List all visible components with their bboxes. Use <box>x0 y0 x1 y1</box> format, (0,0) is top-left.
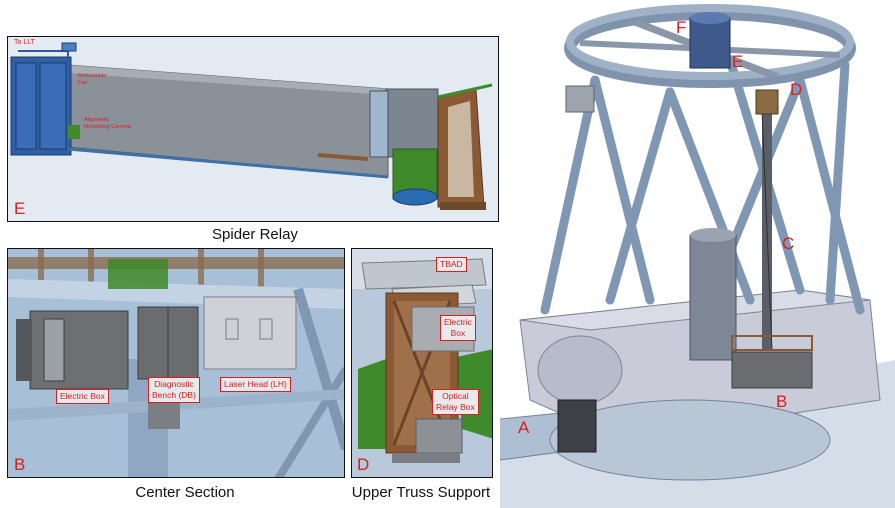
laser-head-label: Laser Head (LH) <box>220 377 291 392</box>
telescope-illustration <box>500 4 895 508</box>
tbad-label: TBAD <box>436 257 467 272</box>
spider-relay-caption: Spider Relay <box>212 226 298 243</box>
telescope-label-f: F <box>676 18 687 37</box>
upper-truss-panel: TBAD Electric Box Optical Relay Box D <box>351 248 493 478</box>
telescope-model: F E D C A B <box>500 0 895 508</box>
truss-electric-box-label: Electric Box <box>440 315 476 341</box>
spider-panel-letter: E <box>14 199 26 218</box>
center-section-illustration <box>8 249 344 477</box>
spider-relay-panel: To LLT Retractable Fan Alignment Monitor… <box>7 36 499 222</box>
telescope-label-a: A <box>518 418 530 437</box>
optical-relay-box-label: Optical Relay Box <box>432 389 479 415</box>
center-section-panel: Electric Box Diagnostic Bench (DB) Laser… <box>7 248 345 478</box>
diagnostic-bench-label: Diagnostic Bench (DB) <box>148 377 200 403</box>
upper-truss-illustration <box>352 249 492 477</box>
telescope-label-d: D <box>790 80 803 99</box>
telescope-label-c: C <box>782 234 795 253</box>
retractable-fan-label: Retractable Fan <box>78 73 107 86</box>
truss-panel-letter: D <box>357 455 370 474</box>
center-panel-letter: B <box>14 455 26 474</box>
spider-relay-illustration <box>8 37 498 221</box>
center-section-caption: Center Section <box>135 484 235 501</box>
alignment-camera-label: Alignment Monitoring Camera <box>84 117 131 130</box>
to-llt-label: To LLT <box>14 39 35 46</box>
telescope-label-b: B <box>776 392 788 411</box>
telescope-label-e: E <box>732 52 744 71</box>
upper-truss-caption: Upper Truss Support <box>351 484 491 501</box>
electric-box-label: Electric Box <box>56 389 109 404</box>
